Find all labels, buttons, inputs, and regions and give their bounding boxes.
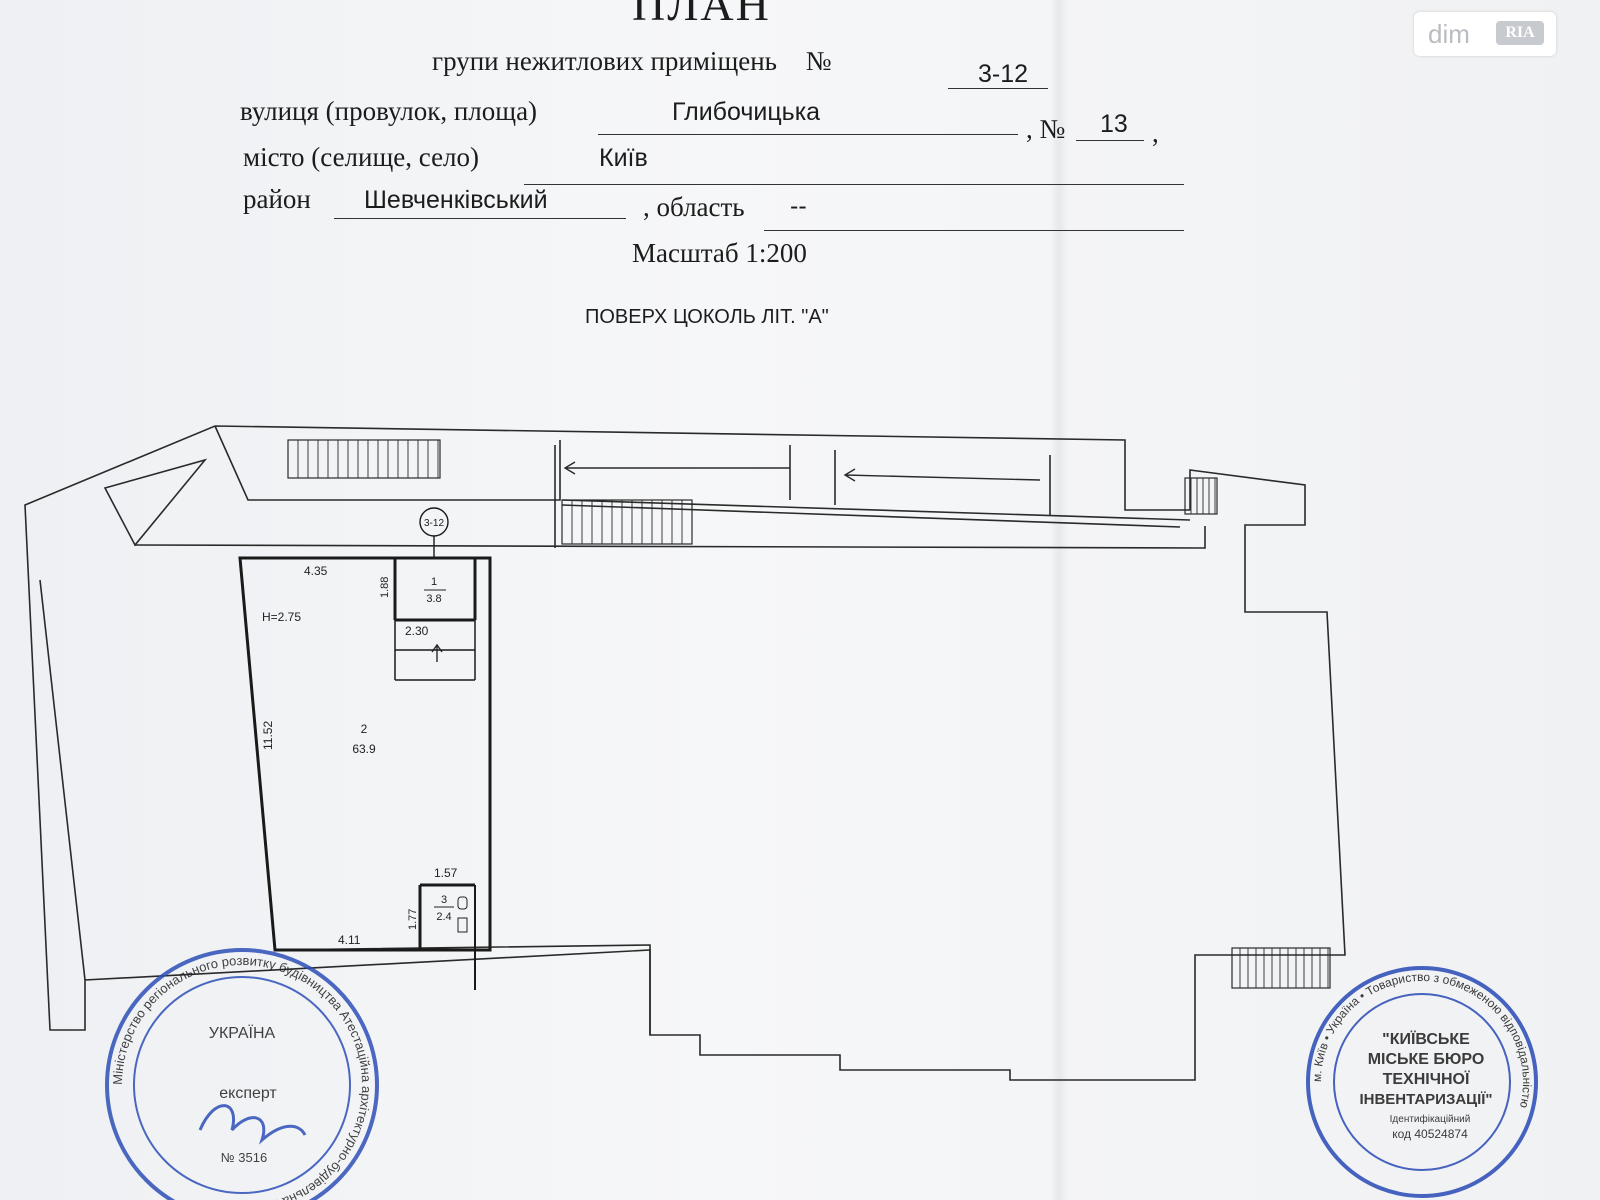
dim-room3-width: 1.57 (434, 866, 458, 880)
group-tag-text: 3-12 (424, 518, 444, 529)
bottom-wall (274, 944, 651, 1035)
building-outline (24, 425, 1346, 1081)
group-number-value: 3-12 (978, 60, 1029, 88)
right-stamp-line1: "КИЇВСЬКЕ (1382, 1030, 1470, 1048)
house-underline (1076, 140, 1144, 141)
room1-number: 1 (431, 576, 437, 588)
dim-ria-watermark: dim RIA (1414, 12, 1556, 56)
right-stamp-line2: МІСЬКЕ БЮРО (1368, 1051, 1485, 1068)
left-stamp-serial: № 3516 (221, 1150, 267, 1165)
city-label: місто (селище, село) (243, 142, 480, 172)
subtitle-text: групи нежитлових приміщень (432, 46, 777, 76)
arrow-left-1 (563, 461, 790, 475)
stairs (287, 439, 1331, 989)
ramp-inner (561, 504, 1181, 528)
signature-mark (198, 1104, 307, 1145)
arrow-up (431, 643, 443, 662)
district-underline (334, 218, 626, 219)
document-subtitle: групи нежитлових приміщень № (432, 46, 832, 77)
district-value: Шевченківський (364, 186, 548, 214)
right-stamp: м. Київ • Україна • Товариство з обмежен… (1306, 966, 1538, 1198)
room3-area: 2.4 (436, 911, 451, 923)
room3-number: 3 (441, 894, 447, 906)
scale-label: Масштаб 1:200 (632, 238, 807, 268)
right-stamp-id-label: Ідентифікаційний (1390, 1113, 1471, 1125)
street-value: Глибочицька (672, 98, 821, 126)
watermark-badge: RIA (1496, 21, 1544, 45)
floor-title: ПОВЕРХ ЦОКОЛЬ ЛІТ. "А" (585, 306, 829, 328)
right-stamp-line4: ІНВЕНТАРИЗАЦІЇ" (1359, 1091, 1492, 1108)
watermark-brand: dim (1428, 19, 1470, 49)
dim-room1-height: 1.88 (379, 577, 391, 598)
direction-arrows (431, 461, 1041, 662)
dim-top-width: 4.35 (304, 564, 328, 578)
city-underline (524, 184, 1184, 185)
ramp-line (561, 499, 1191, 521)
number-label: № (805, 46, 832, 76)
ceiling-height: H=2.75 (262, 610, 301, 624)
paper-fold (1050, 0, 1068, 1200)
upper-corridor (214, 425, 561, 501)
document-title: ПЛАН (632, 0, 771, 30)
corridor-bottom (134, 526, 1206, 549)
left-stamp-center: УКРАЇНА (209, 1024, 276, 1042)
room2-area: 63.9 (352, 742, 376, 756)
arrow-left-2 (843, 468, 1041, 482)
left-strip (39, 579, 86, 981)
region-label: , область (643, 192, 745, 222)
toilet-icon (457, 896, 468, 910)
street-label: вулиця (провулок, площа) (240, 96, 538, 126)
district-label: район (243, 184, 311, 214)
house-comma: , (1152, 118, 1159, 148)
group-number-underline (948, 88, 1048, 89)
left-stamp-small: експерт (219, 1085, 277, 1102)
dim-bottom-width: 4.11 (338, 933, 361, 947)
left-stamp: Міністерство регіонального розвитку буді… (105, 948, 379, 1200)
house-label: , № (1026, 114, 1066, 144)
city-value: Київ (599, 144, 648, 172)
room1-area: 3.8 (426, 593, 441, 605)
dim-room3-height: 1.77 (407, 909, 419, 930)
premises-group (238, 556, 492, 990)
region-underline (764, 230, 1184, 231)
house-value: 13 (1100, 110, 1128, 138)
right-stamp-line3: ТЕХНІЧНОЇ (1383, 1070, 1470, 1088)
sink-icon (457, 917, 468, 933)
wedge-left (103, 458, 208, 547)
right-stamp-code: код 40524874 (1392, 1127, 1468, 1141)
region-value: -- (790, 192, 807, 220)
dim-room2-length: 11.52 (261, 721, 275, 750)
street-underline (598, 134, 1018, 135)
dim-room1-width: 2.30 (405, 624, 429, 638)
room2-number: 2 (361, 722, 368, 736)
